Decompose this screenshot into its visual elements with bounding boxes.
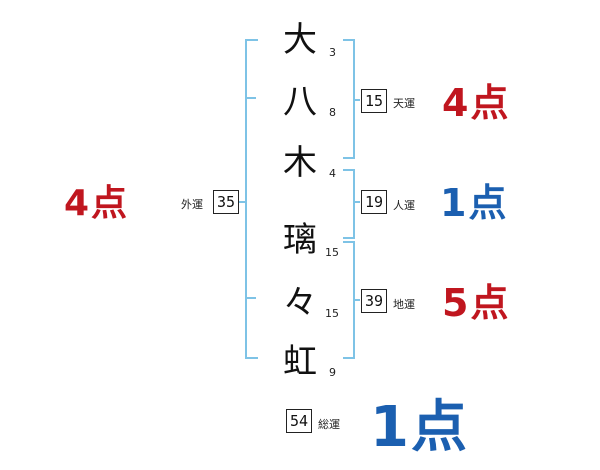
name-char-1: 大 bbox=[283, 20, 317, 60]
stroke-count-1: 3 bbox=[329, 46, 336, 59]
tenun-bracket bbox=[343, 39, 355, 159]
chiun-value-box: 39 bbox=[361, 289, 387, 313]
tenun-value-box: 15 bbox=[361, 89, 387, 113]
jinun-label: 人運 bbox=[393, 199, 415, 212]
gaiun-label: 外運 bbox=[181, 198, 203, 211]
jinun-score: 1点 bbox=[440, 181, 509, 225]
gaiun-bracket bbox=[245, 39, 258, 359]
chiun-score: 5点 bbox=[442, 281, 511, 325]
souun-value-box: 54 bbox=[286, 409, 312, 433]
souun-label: 総運 bbox=[318, 418, 340, 431]
stroke-count-5: 15 bbox=[325, 307, 339, 320]
chiun-label: 地運 bbox=[393, 298, 415, 311]
jinun-bracket bbox=[343, 169, 355, 239]
jinun-value-box: 19 bbox=[361, 190, 387, 214]
gaiun-score: 4点 bbox=[64, 183, 130, 224]
stroke-count-6: 9 bbox=[329, 366, 336, 379]
tenun-score: 4点 bbox=[442, 81, 511, 125]
name-char-5: 々 bbox=[283, 283, 317, 323]
souun-score: 1点 bbox=[370, 395, 469, 460]
chiun-bracket bbox=[343, 241, 355, 359]
tenun-label: 天運 bbox=[393, 97, 415, 110]
gaiun-value-box: 35 bbox=[213, 190, 239, 214]
name-char-3: 木 bbox=[283, 143, 317, 183]
name-char-6: 虹 bbox=[283, 342, 317, 382]
stroke-count-2: 8 bbox=[329, 106, 336, 119]
stroke-count-3: 4 bbox=[329, 167, 336, 180]
name-char-4: 璃 bbox=[283, 220, 317, 260]
stroke-count-4: 15 bbox=[325, 246, 339, 259]
name-char-2: 八 bbox=[283, 82, 317, 122]
